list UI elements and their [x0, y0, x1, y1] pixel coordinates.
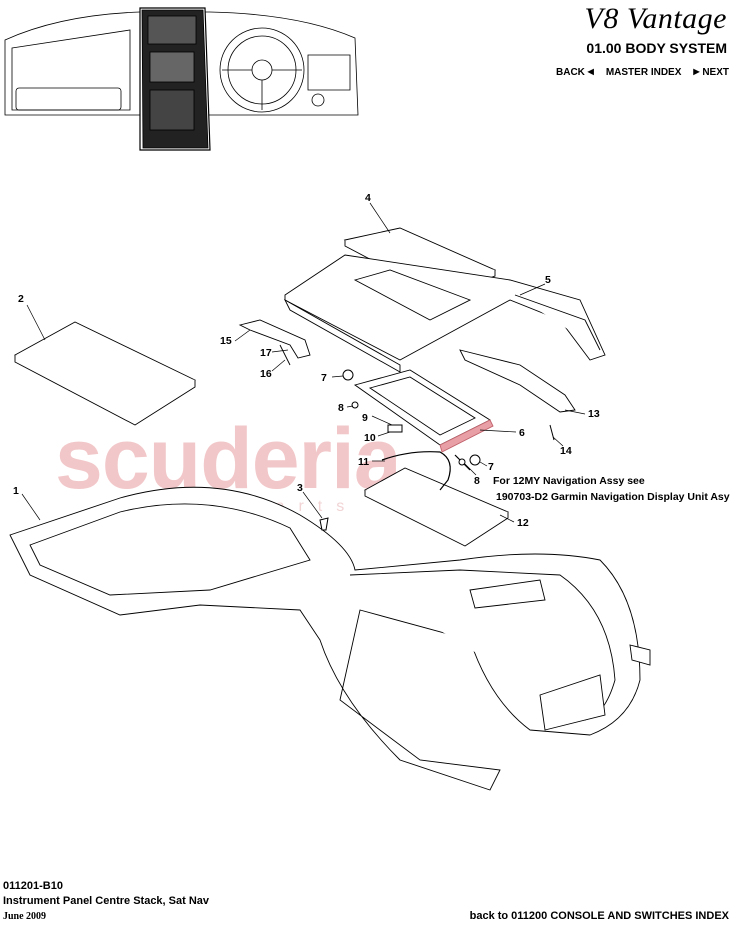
leader-lines	[21, 202, 586, 523]
brand-logo: V8 Vantage	[584, 2, 727, 35]
part-5-bezel	[283, 254, 606, 373]
callout-7a: 7	[321, 372, 327, 384]
system-title: 01.00 BODY SYSTEM	[586, 40, 727, 56]
callout-12: 12	[517, 517, 529, 529]
callout-2: 2	[18, 293, 24, 305]
next-link[interactable]: ▶ NEXT	[693, 67, 729, 78]
callout-16: 16	[260, 368, 272, 380]
part-8-screw-b	[458, 458, 466, 466]
part-13-bracket	[459, 349, 576, 413]
callout-5: 5	[545, 274, 551, 286]
callout-15: 15	[220, 335, 232, 347]
callout-4: 4	[365, 192, 371, 204]
back-to-index-link[interactable]: back to 011200 CONSOLE AND SWITCHES INDE…	[469, 910, 729, 922]
part-3-fastener	[319, 517, 329, 531]
dashboard-thumbnail	[4, 7, 359, 151]
part-6-frame	[353, 369, 494, 453]
part-12-tray	[364, 467, 509, 547]
callout-8b: 8	[474, 475, 480, 487]
triangle-right-icon: ▶	[693, 67, 700, 76]
part-8-screw	[351, 401, 359, 409]
part-9-clip	[387, 424, 403, 433]
callout-14: 14	[560, 445, 572, 457]
callout-11: 11	[358, 456, 369, 468]
part-7-clip-b	[469, 454, 481, 466]
note-line-1: For 12MY Navigation Assy see	[493, 475, 645, 487]
diagram-date: June 2009	[3, 911, 47, 922]
diagram-description: Instrument Panel Centre Stack, Sat Nav	[3, 895, 210, 907]
callout-6: 6	[519, 427, 525, 439]
callout-13: 13	[588, 408, 600, 420]
callout-8a: 8	[338, 402, 344, 414]
callout-9: 9	[362, 412, 368, 424]
part-1-centre-stack	[9, 486, 651, 791]
part-2-panel	[14, 321, 196, 426]
callout-17: 17	[260, 347, 272, 359]
callout-3: 3	[297, 482, 303, 494]
diagram-code: 011201-B10	[3, 880, 63, 892]
next-label: NEXT	[702, 67, 729, 78]
note-line-2: 190703-D2 Garmin Navigation Display Unit…	[496, 491, 730, 503]
back-label: BACK	[556, 67, 585, 78]
master-index-link[interactable]: MASTER INDEX	[605, 67, 682, 78]
navigation-bar: BACK ◀ MASTER INDEX ▶ NEXT	[556, 67, 729, 78]
callout-7b: 7	[488, 461, 494, 473]
callout-10: 10	[364, 432, 376, 444]
back-link[interactable]: BACK ◀	[556, 67, 594, 78]
part-7-clip	[342, 369, 354, 381]
part-15-bracket	[238, 319, 311, 366]
callout-1: 1	[13, 485, 19, 497]
triangle-left-icon: ◀	[587, 67, 594, 76]
